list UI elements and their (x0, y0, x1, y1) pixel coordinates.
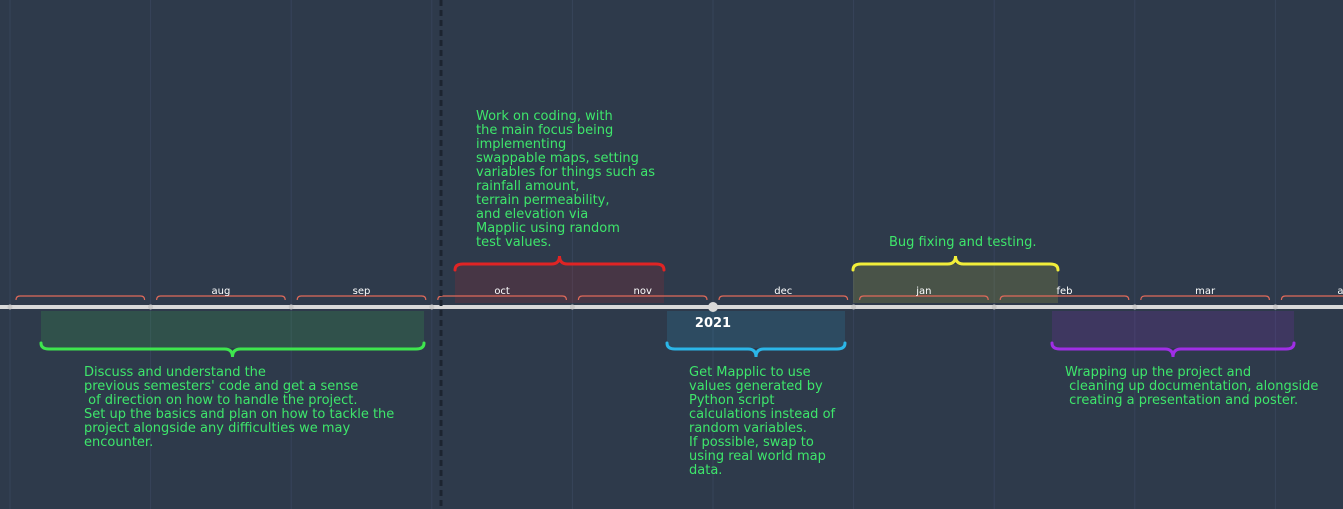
month-label-jan: jan (915, 286, 931, 297)
axis-tick (991, 304, 997, 310)
phase-2-note[interactable]: Work on coding, with the main focus bein… (476, 110, 655, 250)
month-bracket-mar (1140, 295, 1270, 301)
month-label-mar: mar (1195, 286, 1216, 297)
phase-5-band (1052, 311, 1294, 348)
axis-tick (288, 304, 294, 310)
axis-tick (851, 304, 857, 310)
month-bracket-feb (999, 295, 1130, 301)
month-bracket-aug (156, 295, 286, 301)
month-bracket-dec (718, 295, 849, 301)
month-label-aug: aug (211, 286, 230, 297)
phase-braces (39, 255, 1296, 358)
month-label-feb: feb (1056, 286, 1072, 297)
phase-2-brace (453, 255, 666, 272)
phase-2-band (455, 264, 664, 303)
phase-1-note[interactable]: Discuss and understand the previous seme… (84, 366, 394, 450)
month-label-sep: sep (353, 286, 371, 297)
axis-tick (1132, 304, 1138, 310)
month-brackets: augsepoctnovdecjanfebmaraprm (15, 286, 1343, 301)
phase-5-note[interactable]: Wrapping up the project and cleaning up … (1065, 366, 1318, 408)
phase-4-band (853, 264, 1058, 303)
month-bracket-jan (859, 295, 989, 301)
axis-tick (148, 304, 154, 310)
month-bracket-nov (577, 295, 708, 301)
axis-tick (429, 304, 435, 310)
phase-1-brace (39, 341, 426, 358)
month-label-apr: apr (1337, 286, 1343, 297)
axis-tick (1272, 304, 1278, 310)
phase-1-band (41, 311, 424, 348)
year-marker-dot (708, 302, 718, 312)
month-label-oct: oct (494, 286, 510, 297)
month-label-nov: nov (634, 286, 652, 297)
phase-3-text: Get Mapplic to use values generated by P… (689, 365, 836, 478)
phase-5-text: Wrapping up the project and cleaning up … (1065, 365, 1319, 408)
month-bracket-sep (296, 295, 427, 301)
phase-4-text: Bug fixing and testing. (889, 235, 1037, 250)
axis-tick (569, 304, 575, 310)
year-label: 2021 (695, 316, 731, 331)
phase-5-brace (1050, 341, 1296, 358)
phase-1-text: Discuss and understand the previous seme… (84, 365, 395, 450)
month-label-dec: dec (774, 286, 792, 297)
phase-2-text: Work on coding, with the main focus bein… (476, 109, 655, 250)
month-bracket-prev (15, 295, 146, 301)
month-bracket-apr (1280, 295, 1343, 301)
gridlines (9, 0, 1276, 509)
phase-3-band (667, 311, 845, 348)
month-bracket-oct (437, 295, 567, 301)
phase-4-note[interactable]: Bug fixing and testing. (889, 236, 1036, 250)
phase-3-brace (665, 341, 847, 358)
phase-3-note[interactable]: Get Mapplic to use values generated by P… (689, 366, 835, 478)
phase-4-brace (851, 255, 1060, 272)
axis-tick (7, 304, 13, 310)
